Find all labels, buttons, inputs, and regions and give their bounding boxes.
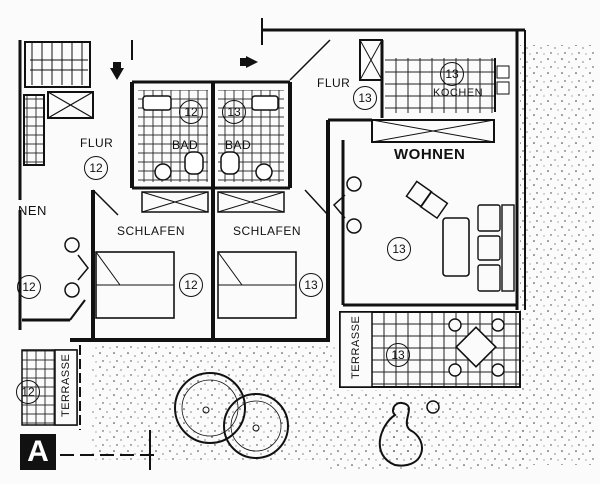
room-label-terrasse-left: TERRASSE [60,353,72,417]
tree-icon [174,372,289,459]
unit-badge-terrasse-left: 12 [16,380,40,404]
unit-badge-flur-right: 13 [353,86,377,110]
room-label-bad-1: BAD [172,138,199,152]
patio-table-icon [448,318,505,377]
unit-badge-flur-left: 12 [84,156,108,180]
room-label-kochen: KOCHEN [433,87,484,99]
unit-badge-wohnen: 13 [387,237,411,261]
room-label-partial: NEN [18,203,47,218]
room-label-schlafen-1: SCHLAFEN [117,224,186,238]
pond-icon [378,401,423,467]
room-label-bad-2: BAD [225,138,252,152]
staircase-icon [24,41,91,88]
plan-corner-letter: A [20,434,56,470]
room-label-flur-right: FLUR [317,76,351,90]
unit-badge-bad-2: 13 [222,100,246,124]
sofa-icon [442,204,515,292]
cabinet-icon [47,91,94,119]
unit-badge-kochen: 13 [440,62,464,86]
room-label-flur-left: FLUR [80,136,114,150]
unit-badge-left-room: 12 [17,275,41,299]
entrance-arrow-icon-2 [246,56,258,68]
entrance-arrow-icon [110,68,124,80]
bed-icon [95,251,297,319]
room-label-schlafen-2: SCHLAFEN [233,224,302,238]
unit-badge-terrasse-right: 13 [386,343,410,367]
garden-gravel-bottom [330,390,530,470]
unit-badge-schlafen-2: 13 [299,273,323,297]
room-label-terrasse-right: TERRASSE [350,315,362,379]
unit-badge-schlafen-1: 12 [179,273,203,297]
unit-badge-bad-1: 12 [179,100,203,124]
garden-gravel-area [90,345,335,460]
closet-icon [141,191,285,213]
room-label-wohnen: WOHNEN [394,146,466,163]
garden-gravel-right [520,45,595,465]
